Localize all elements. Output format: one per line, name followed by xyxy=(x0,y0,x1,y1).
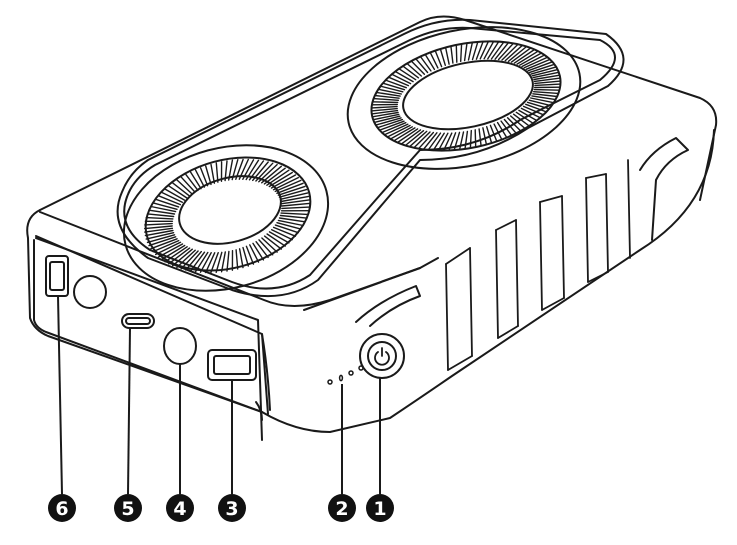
port-6-round xyxy=(74,276,106,308)
fan-fin xyxy=(216,163,218,182)
battery-indicator-leds xyxy=(328,366,363,384)
fan-fin xyxy=(534,92,559,94)
fan-fin xyxy=(451,46,453,63)
callout-3: 3 xyxy=(218,494,246,522)
fan-fin xyxy=(479,129,481,146)
fan-fin xyxy=(236,250,238,269)
callout-6: 6 xyxy=(48,494,76,522)
fan-fin xyxy=(148,214,174,217)
fan-fin xyxy=(253,243,263,260)
leader-lines xyxy=(58,296,380,494)
fan-fin xyxy=(162,246,185,260)
fan-fin xyxy=(267,170,289,185)
fan-fin xyxy=(460,132,464,150)
callout-1: 1 xyxy=(366,494,394,522)
fan-fin xyxy=(372,107,398,108)
usb-a-port-right xyxy=(208,350,256,380)
fan-fin xyxy=(146,218,173,219)
fan-fin xyxy=(191,172,201,189)
fan-fin xyxy=(145,224,172,225)
fan-fin xyxy=(416,59,428,73)
fan-fin xyxy=(470,131,471,149)
fan-fin xyxy=(475,130,476,147)
fan-fin xyxy=(211,164,214,183)
fan-fin xyxy=(374,99,399,101)
callout-1-label: 1 xyxy=(373,498,386,520)
fan-fin xyxy=(501,121,512,135)
callout-2-label: 2 xyxy=(335,498,348,520)
fan-fin xyxy=(465,131,467,149)
fan-fin xyxy=(391,127,413,139)
side-ribs xyxy=(446,160,630,370)
callout-5: 5 xyxy=(114,494,142,522)
callout-5-label: 5 xyxy=(121,498,134,520)
callout-4: 4 xyxy=(166,494,194,522)
callout-2: 2 xyxy=(328,494,356,522)
fan-fin xyxy=(446,48,450,65)
fan-fin xyxy=(440,49,445,65)
fan-fin xyxy=(520,53,542,65)
fan-fin xyxy=(483,128,487,145)
strap-hook xyxy=(640,138,688,240)
power-icon xyxy=(375,348,389,365)
callout-3-label: 3 xyxy=(225,498,238,520)
fan-fin xyxy=(240,249,243,268)
fan-fin xyxy=(282,207,309,208)
dc-port xyxy=(164,328,196,364)
fan-fin xyxy=(461,44,462,62)
callout-6-label: 6 xyxy=(55,498,68,520)
fan-fin xyxy=(420,57,431,71)
fan-fin xyxy=(269,173,292,187)
fan-fin xyxy=(281,213,308,214)
fan-fin xyxy=(534,90,559,91)
fan-fin xyxy=(373,102,398,103)
fan-right xyxy=(334,7,593,189)
fan-fin xyxy=(469,42,473,60)
fan-fin xyxy=(535,84,561,85)
callout-4-label: 4 xyxy=(173,498,186,520)
fan-fin xyxy=(456,45,457,62)
fan-fin xyxy=(280,216,306,219)
fan-fin xyxy=(487,127,492,143)
fan-fin xyxy=(259,165,277,182)
fan-fin xyxy=(504,120,516,134)
fan-fin xyxy=(465,43,467,61)
